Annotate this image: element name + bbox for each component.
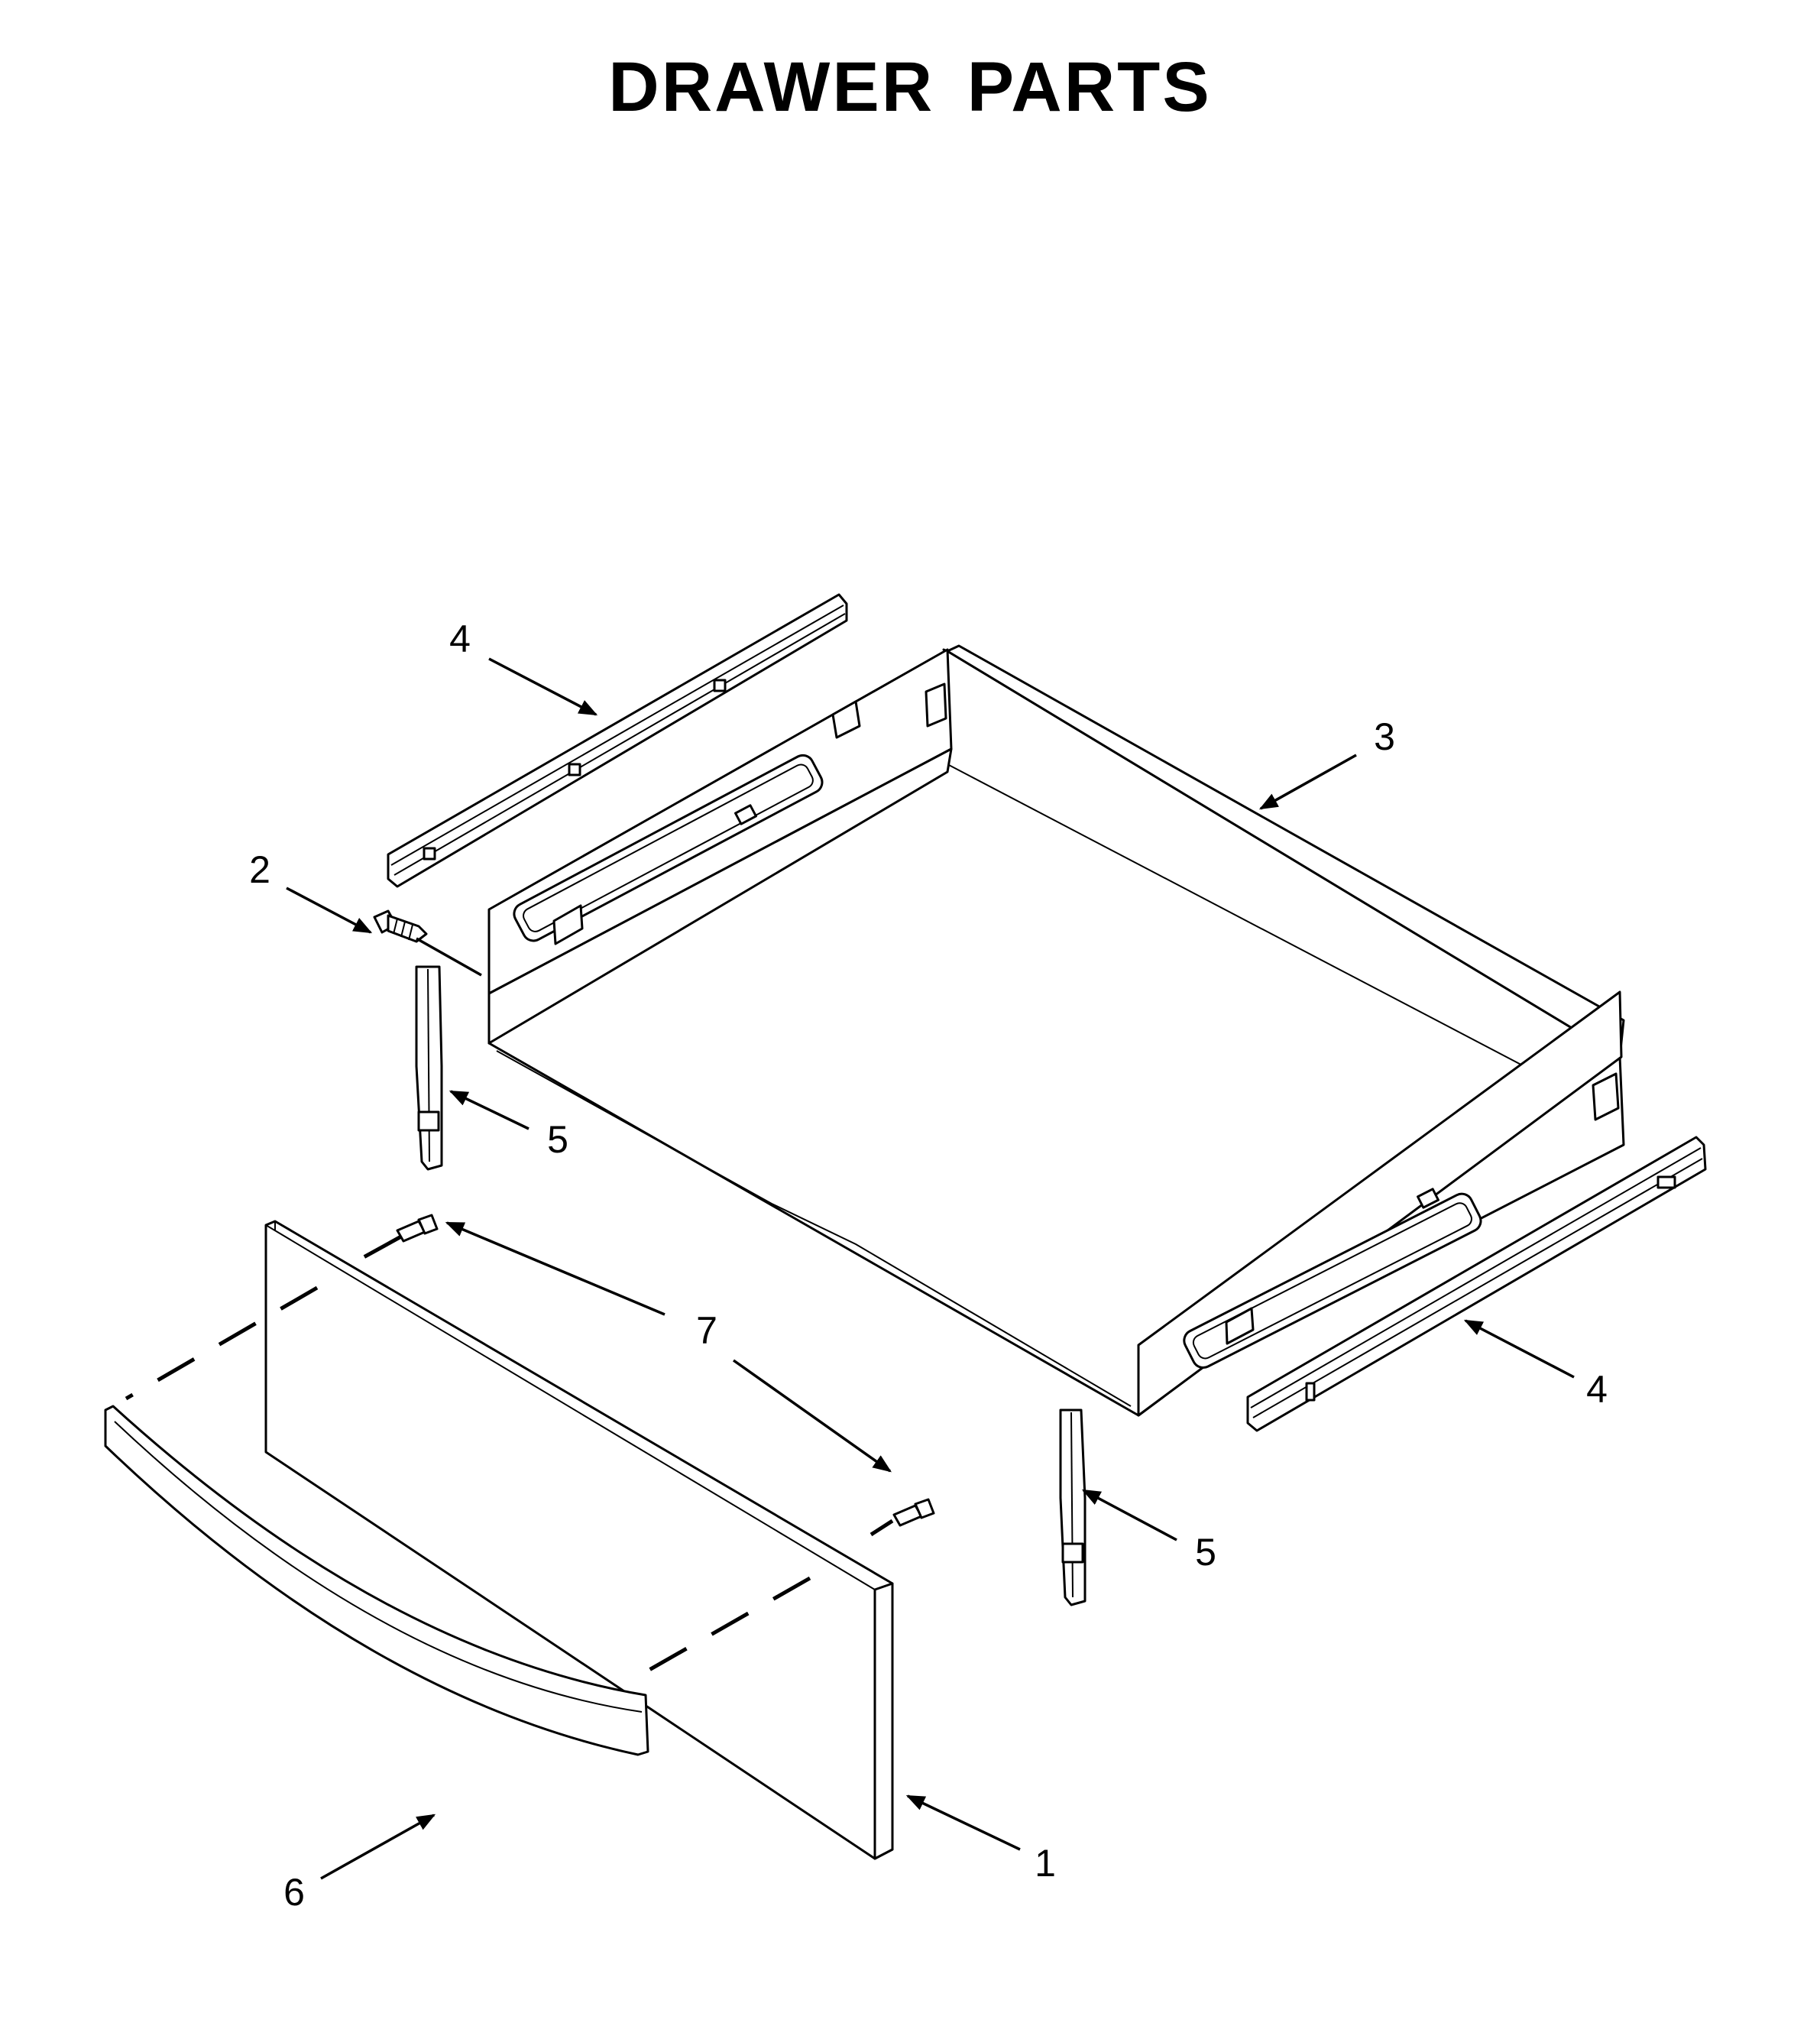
alignment-line-screw-7-top xyxy=(348,1234,403,1267)
leader-line-7-bottom xyxy=(732,1359,892,1473)
screw-part-2 xyxy=(373,909,428,943)
leader-line-5-left xyxy=(449,1090,529,1130)
callout-part-1: 1 xyxy=(1035,1842,1056,1885)
leader-line-4-rear xyxy=(488,657,598,716)
callout-part-2: 2 xyxy=(249,848,270,891)
leader-line-4-front xyxy=(1463,1319,1575,1379)
leader-line-3 xyxy=(1258,754,1357,810)
callout-part-7: 7 xyxy=(696,1309,717,1352)
drawer-glide-left xyxy=(415,965,443,1171)
drawer-handle xyxy=(104,1405,649,1756)
leader-line-5-right xyxy=(1081,1489,1177,1541)
alignment-line-lower-right xyxy=(625,1576,811,1685)
callout-part-4-front: 4 xyxy=(1586,1368,1608,1411)
leader-line-7-top xyxy=(445,1221,665,1316)
page-title: DRAWER PARTS xyxy=(608,48,1212,126)
leader-line-1 xyxy=(905,1794,1021,1851)
callout-part-4-rear: 4 xyxy=(449,618,471,660)
callout-part-6: 6 xyxy=(283,1871,305,1914)
drawer-slide-rail-front xyxy=(1246,1136,1707,1432)
alignment-line-screw-7-bottom xyxy=(870,1519,894,1537)
leader-line-2-axis xyxy=(416,937,482,977)
leader-line-6 xyxy=(320,1814,436,1880)
drawer-body xyxy=(487,644,1625,1417)
leader-line-2 xyxy=(286,887,373,934)
drawer-glide-right xyxy=(1059,1408,1086,1606)
callout-part-3: 3 xyxy=(1374,715,1395,758)
callout-part-5-left: 5 xyxy=(547,1118,568,1161)
drawer-slide-rail-rear xyxy=(387,593,848,888)
screw-part-7-bottom xyxy=(892,1498,935,1527)
alignment-line-upper-left xyxy=(125,1285,319,1401)
drawer-front-panel xyxy=(264,1220,894,1860)
callout-part-5-right: 5 xyxy=(1195,1531,1216,1574)
screw-part-7-top xyxy=(396,1214,439,1243)
